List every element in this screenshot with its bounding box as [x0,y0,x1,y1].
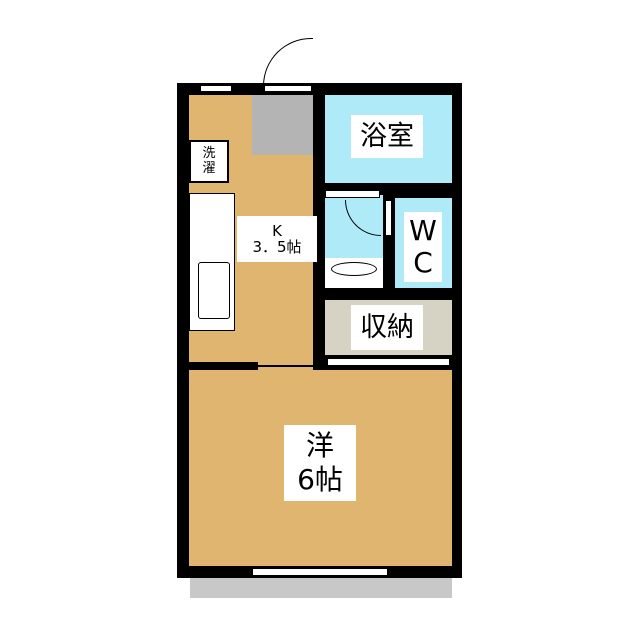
wc-door [385,200,392,236]
western-room-size: 6帖 [297,463,343,496]
window-top [200,85,232,92]
entrance [252,95,313,155]
entrance-door [264,85,312,92]
storage-label: 収納 [351,305,423,350]
wc-label: W C [404,212,442,282]
laundry-label-2: 濯 [202,160,216,176]
western-room-name: 洋 [305,429,334,463]
interior-door [325,190,380,198]
western-room-label: 洋 6帖 [284,425,356,501]
storage-door [327,358,450,366]
bath-label: 浴室 [351,115,423,158]
laundry-label-1: 洗 [202,145,216,161]
room-divider-line [258,365,313,367]
kitchen-size: 3．5帖 [252,238,302,256]
laundry-space: 洗 濯 [189,140,229,183]
kitchen-label: K 3．5帖 [237,216,317,262]
wc-letter-w: W [409,213,437,247]
window-bottom [252,568,388,576]
basin-bowl-icon [331,262,377,276]
wc-letter-c: C [413,246,433,279]
sink-icon [198,262,230,319]
kitchen-name: K [272,221,282,240]
balcony [190,578,452,598]
door-swing-icon [263,38,313,86]
